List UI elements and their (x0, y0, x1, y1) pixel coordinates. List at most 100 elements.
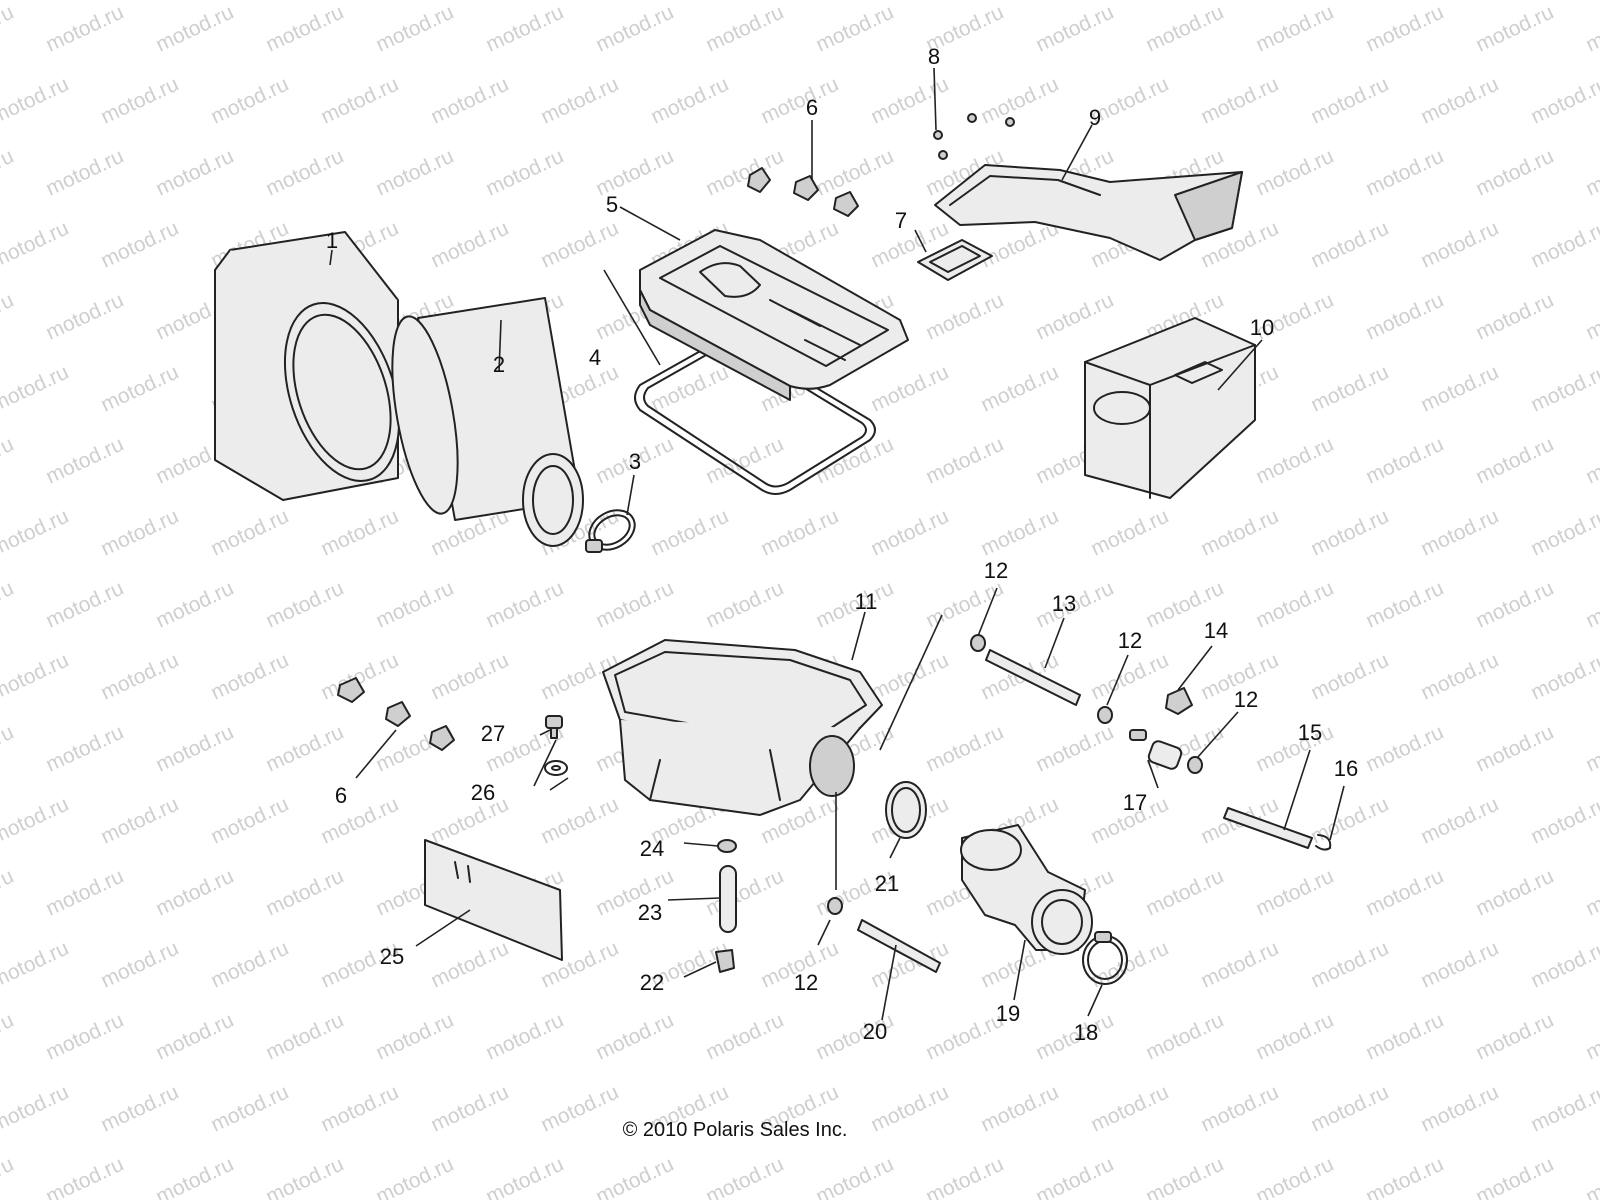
watermark-text: motod.ru (702, 1009, 787, 1065)
watermark-text: motod.ru (1362, 1009, 1447, 1065)
callout-19: 19 (996, 1001, 1020, 1026)
watermark-text: motod.ru (1032, 1153, 1117, 1200)
part-clamp-24 (717, 839, 737, 853)
watermark-text: motod.ru (0, 937, 72, 993)
part-clip-14 (1165, 687, 1193, 715)
watermark-text: motod.ru (262, 1, 347, 57)
watermark-text: motod.ru (42, 721, 127, 777)
watermark-text: motod.ru (1417, 217, 1502, 273)
watermark-text: motod.ru (1362, 865, 1447, 921)
watermark-text: motod.ru (1527, 937, 1600, 993)
watermark-text: motod.ru (1527, 649, 1600, 705)
callout-6b: 6 (335, 783, 347, 808)
watermark-text: motod.ru (97, 361, 182, 417)
callout-17: 17 (1123, 790, 1147, 815)
callout-23: 23 (638, 900, 662, 925)
watermark-text: motod.ru (1307, 793, 1392, 849)
watermark-text: motod.ru (537, 793, 622, 849)
watermark-text: motod.ru (537, 217, 622, 273)
watermark-text: motod.ru (152, 865, 237, 921)
watermark-text: motod.ru (262, 1009, 347, 1065)
watermark-text: motod.ru (977, 73, 1062, 129)
watermark-text: motod.ru (1197, 937, 1282, 993)
watermark-text: motod.ru (1417, 793, 1502, 849)
part-tube-23 (719, 865, 737, 933)
watermark-text: motod.ru (1362, 433, 1447, 489)
part-screw-27 (545, 715, 563, 739)
watermark-text: motod.ru (262, 721, 347, 777)
watermark-text: motod.ru (1307, 217, 1392, 273)
watermark-text: motod.ru (152, 1009, 237, 1065)
watermark-text: motod.ru (1307, 73, 1392, 129)
callout-13: 13 (1052, 591, 1076, 616)
watermark-text: motod.ru (1307, 361, 1392, 417)
watermark-text: motod.ru (867, 361, 952, 417)
watermark-text: motod.ru (922, 1009, 1007, 1065)
copyright-text: © 2010 Polaris Sales Inc. (623, 1119, 848, 1141)
watermark-text: motod.ru (0, 73, 72, 129)
callout-4: 4 (589, 345, 601, 370)
part-screws (933, 113, 1015, 160)
callout-3: 3 (629, 449, 641, 474)
watermark-text: motod.ru (0, 1081, 72, 1137)
watermark-text: motod.ru (537, 73, 622, 129)
watermark-text: motod.ru (97, 505, 182, 561)
watermark-text: motod.ru (922, 433, 1007, 489)
watermark-text: motod.ru (812, 1153, 897, 1200)
callout-12d: 12 (794, 970, 818, 995)
watermark-text: motod.ru (207, 73, 292, 129)
part-foam-block (1084, 317, 1256, 499)
watermark-text: motod.ru (1472, 865, 1557, 921)
watermark-text: motod.ru (1582, 577, 1600, 633)
part-filter-sleeve (214, 231, 401, 501)
watermark-text: motod.ru (647, 505, 732, 561)
watermark-text: motod.ru (0, 1, 17, 57)
part-clamp-18 (1082, 931, 1128, 985)
watermark-text: motod.ru (1472, 433, 1557, 489)
watermark-text: motod.ru (647, 73, 732, 129)
watermark-text: motod.ru (702, 865, 787, 921)
watermark-text: motod.ru (592, 577, 677, 633)
callout-14: 14 (1204, 618, 1228, 643)
watermark-text: motod.ru (207, 649, 292, 705)
watermark-text: motod.ru (0, 145, 17, 201)
callout-27: 27 (481, 721, 505, 746)
watermark-text: motod.ru (867, 649, 952, 705)
watermark-text: motod.ru (1252, 721, 1337, 777)
watermark-text: motod.ru (42, 1153, 127, 1200)
callout-21: 21 (875, 871, 899, 896)
part-clamp-3 (585, 509, 636, 553)
watermark-text: motod.ru (1527, 793, 1600, 849)
watermark-text: motod.ru (262, 577, 347, 633)
watermark-text: motod.ru (427, 937, 512, 993)
watermark-text: motod.ru (812, 145, 897, 201)
watermark-text: motod.ru (922, 1153, 1007, 1200)
part-plate-25 (424, 839, 563, 961)
callout-12a: 12 (984, 558, 1008, 583)
watermark-text: motod.ru (1197, 73, 1282, 129)
watermark-text: motod.ru (317, 793, 402, 849)
part-seal-plate (917, 239, 993, 281)
callout-15: 15 (1298, 720, 1322, 745)
watermark-text: motod.ru (647, 361, 732, 417)
watermark-text: motod.ru (1472, 1153, 1557, 1200)
watermark-text: motod.ru (1527, 1081, 1600, 1137)
part-clips-lower (337, 677, 455, 751)
watermark-text: motod.ru (592, 1153, 677, 1200)
watermark-text: motod.ru (1417, 73, 1502, 129)
watermark-text: motod.ru (0, 289, 17, 345)
watermark-text: motod.ru (1032, 289, 1117, 345)
watermark-text: motod.ru (1582, 433, 1600, 489)
watermark-text: motod.ru (0, 505, 72, 561)
watermark-text: motod.ru (207, 793, 292, 849)
watermark-text: motod.ru (0, 1009, 17, 1065)
watermark-text: motod.ru (1252, 1153, 1337, 1200)
part-filter-element (391, 297, 584, 547)
watermark-text: motod.ru (207, 937, 292, 993)
watermark-text: motod.ru (1307, 505, 1392, 561)
watermark-text: motod.ru (372, 577, 457, 633)
watermark-text: motod.ru (152, 721, 237, 777)
watermark-text: motod.ru (1417, 937, 1502, 993)
watermark-text: motod.ru (1362, 1, 1447, 57)
watermark-text: motod.ru (1252, 433, 1337, 489)
